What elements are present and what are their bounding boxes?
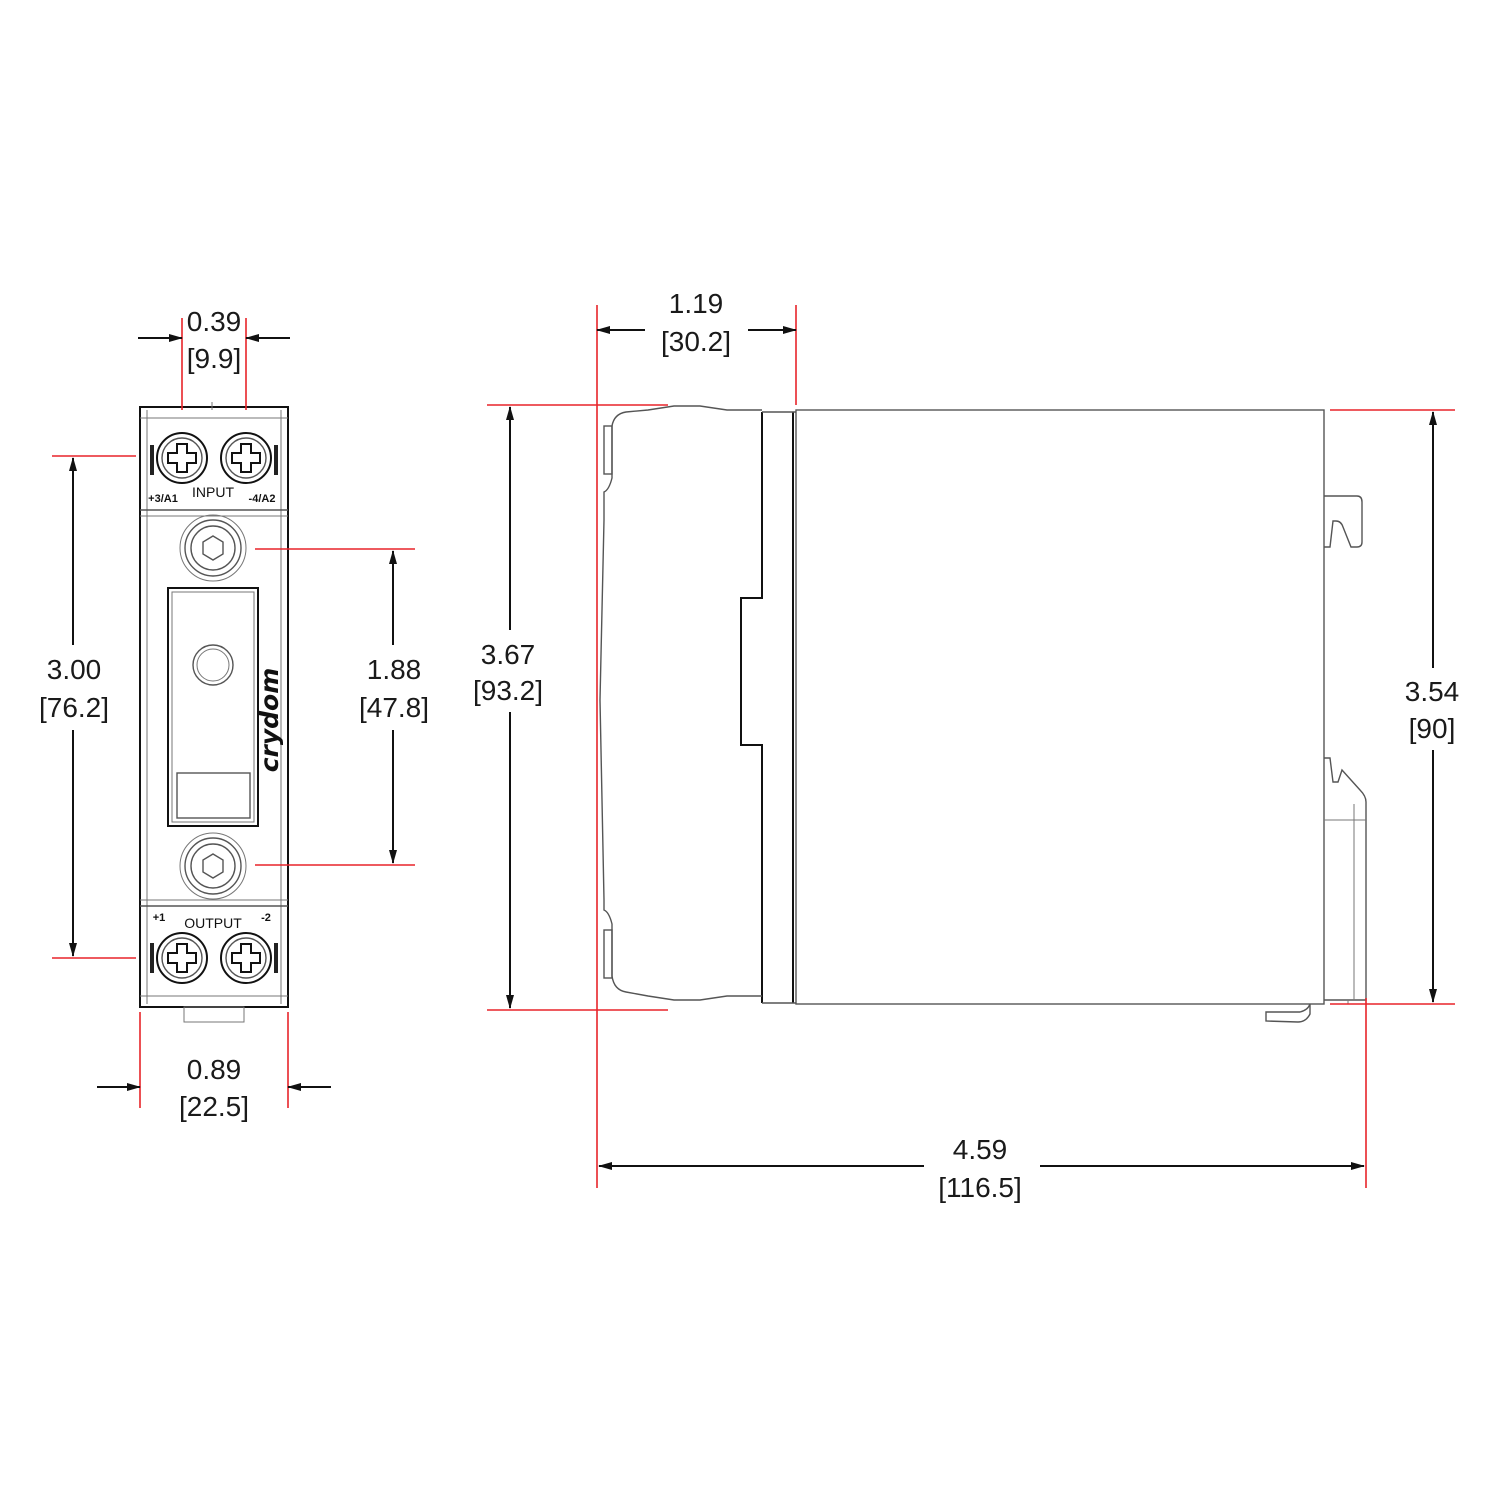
terminal-screw-input-minus (220, 432, 272, 484)
dim-terminal-span: 3.00 [76.2] (39, 455, 136, 959)
dim-terminal-span-in: 3.00 (47, 654, 102, 685)
release-tab (1265, 1003, 1311, 1023)
output-minus-label: -2 (261, 912, 271, 924)
dim-terminal-pitch: 0.39 [9.9] (138, 306, 290, 410)
mounting-screw-bottom (179, 832, 247, 900)
dim-front-depth: 1.19 [30.2] (596, 288, 797, 1188)
side-body (795, 409, 1325, 1005)
input-label: INPUT (192, 484, 234, 500)
output-label: OUTPUT (184, 915, 242, 931)
mounting-screw-top (179, 514, 247, 582)
crydom-logo: crydom (255, 668, 284, 773)
front-clip-top (603, 405, 762, 520)
din-clip-bottom (1324, 757, 1367, 1001)
dim-front-depth-mm: [30.2] (661, 326, 731, 357)
input-minus-label: -4/A2 (249, 493, 276, 505)
terminal-screw-input-plus (156, 432, 208, 484)
dim-width-mm: [22.5] (179, 1091, 249, 1122)
dim-overall-height: 3.67 [93.2] (473, 404, 668, 1011)
dim-body-height-in: 3.54 (1405, 676, 1460, 707)
dim-overall-depth-in: 4.59 (953, 1134, 1008, 1165)
dim-overall-height-in: 3.67 (481, 639, 536, 670)
dim-overall-depth-mm: [116.5] (938, 1172, 1022, 1203)
terminal-screw-output-minus (220, 932, 272, 984)
front-clip-bottom (603, 900, 762, 1001)
din-clip-top (1324, 495, 1363, 548)
status-window (176, 772, 251, 819)
side-front-edge (740, 412, 763, 1003)
dim-terminal-pitch-in: 0.39 (187, 306, 242, 337)
label-window (167, 587, 259, 827)
input-plus-label: +3/A1 (148, 493, 178, 505)
dim-body-height-mm: [90] (1409, 713, 1456, 744)
dim-mount-spacing-in: 1.88 (367, 654, 422, 685)
dim-overall-depth: 4.59 [116.5] (598, 998, 1367, 1203)
side-view (599, 405, 1367, 1023)
front-view: +3/A1 INPUT -4/A2 +1 OUTPUT -2 crydom (139, 402, 289, 1023)
dim-mount-spacing-mm: [47.8] (359, 692, 429, 723)
dim-terminal-pitch-mm: [9.9] (187, 343, 241, 374)
terminal-screw-output-plus (156, 932, 208, 984)
dim-width-in: 0.89 (187, 1054, 242, 1085)
output-plus-label: +1 (153, 912, 166, 924)
dim-overall-height-mm: [93.2] (473, 675, 543, 706)
dim-terminal-span-mm: [76.2] (39, 692, 109, 723)
dim-mount-spacing: 1.88 [47.8] (255, 548, 429, 866)
dim-body-height: 3.54 [90] (1330, 409, 1460, 1005)
led-indicator (192, 644, 234, 686)
dim-width: 0.89 [22.5] (97, 1012, 331, 1122)
dim-front-depth-in: 1.19 (669, 288, 724, 319)
